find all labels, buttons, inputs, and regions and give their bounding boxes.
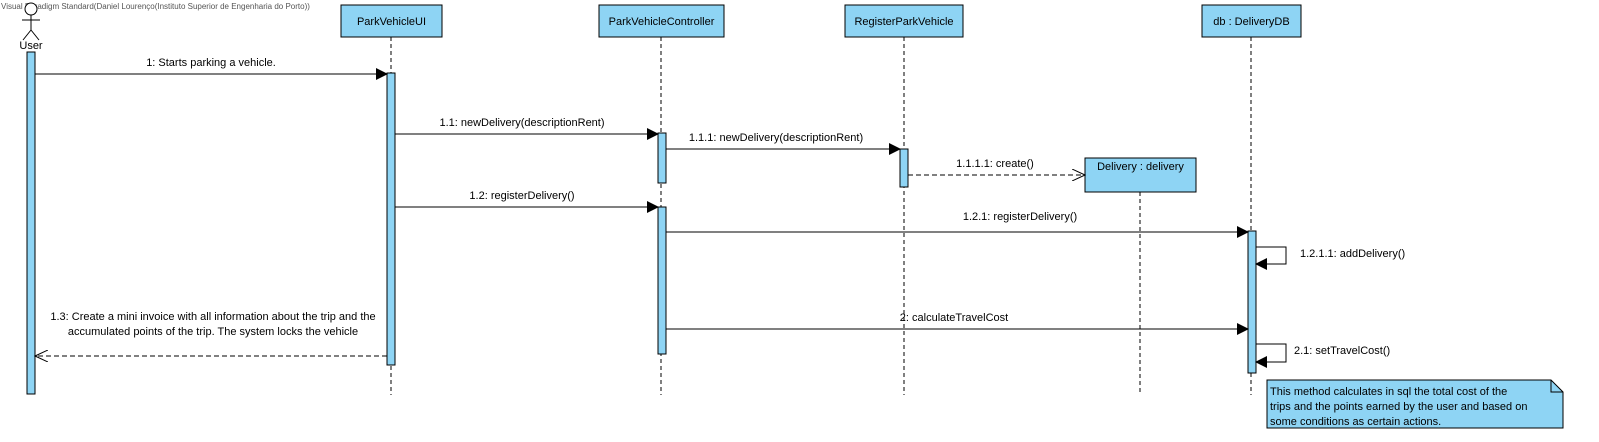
lifeline-head-controller: ParkVehicleController xyxy=(598,4,725,38)
activation-user xyxy=(26,51,36,395)
lifeline-label-db: db : DeliveryDB xyxy=(1213,16,1289,28)
note-shape xyxy=(1266,379,1564,429)
message-1-2-label: 1.2: registerDelivery() xyxy=(469,190,574,202)
activation-controller-2 xyxy=(657,206,667,355)
message-1-2-1-1-label: 1.2.1.1: addDelivery() xyxy=(1300,248,1405,260)
lifeline-head-delivery: Delivery : delivery xyxy=(1084,157,1197,193)
message-1-2-1-label: 1.2.1: registerDelivery() xyxy=(963,211,1077,223)
lifeline-head-db: db : DeliveryDB xyxy=(1201,4,1302,38)
note-text-line1: This method calculates in sql the total … xyxy=(1270,386,1507,398)
message-2-1-arrow xyxy=(1255,343,1287,368)
activation-controller-1 xyxy=(657,132,667,184)
message-1-1-label: 1.1: newDelivery(descriptionRent) xyxy=(439,117,604,129)
message-1-label: 1: Starts parking a vehicle. xyxy=(146,57,276,69)
activation-db xyxy=(1247,230,1257,374)
message-1-1-1-1-label: 1.1.1.1: create() xyxy=(956,158,1034,170)
lifeline-box-controller xyxy=(598,4,725,38)
message-1-1-1-label: 1.1.1: newDelivery(descriptionRent) xyxy=(689,132,863,144)
lifeline-label-ui: ParkVehicleUI xyxy=(357,16,426,28)
lifeline-label-register: RegisterParkVehicle xyxy=(854,16,953,28)
lifeline-head-ui: ParkVehicleUI xyxy=(340,4,443,38)
actor-user: User xyxy=(19,2,43,52)
message-2-label: 2: calculateTravelCost xyxy=(900,312,1008,324)
note-text-line2: trips and the points earned by the user … xyxy=(1270,401,1527,413)
activation-ui xyxy=(386,72,396,366)
actor-head xyxy=(24,2,38,16)
actor-left-leg xyxy=(22,29,32,41)
actor-right-leg xyxy=(30,29,40,41)
lifeline-box-delivery xyxy=(1084,157,1197,193)
lifeline-label-delivery: Delivery : delivery xyxy=(1097,161,1184,173)
actor-label: User xyxy=(19,40,43,52)
message-2-1-label: 2.1: setTravelCost() xyxy=(1294,345,1390,357)
lifeline-label-controller: ParkVehicleController xyxy=(609,16,715,28)
note-fold xyxy=(1550,380,1563,393)
message-1-2-1-1-arrow xyxy=(1255,246,1287,270)
note: This method calculates in sql the total … xyxy=(1266,379,1564,429)
lifeline-box-register xyxy=(844,4,964,38)
lifeline-head-register: RegisterParkVehicle xyxy=(844,4,964,38)
watermark-text: Visual Paradigm Standard(Daniel Lourenço… xyxy=(1,2,310,11)
message-1-3-label-line2: accumulated points of the trip. The syst… xyxy=(68,326,358,338)
lifeline-box-db xyxy=(1201,4,1302,38)
note-text-line3: some conditions as certain actions. xyxy=(1270,416,1441,428)
message-1-3-label-line1: 1.3: Create a mini invoice with all info… xyxy=(50,311,375,323)
activation-register xyxy=(899,148,909,188)
